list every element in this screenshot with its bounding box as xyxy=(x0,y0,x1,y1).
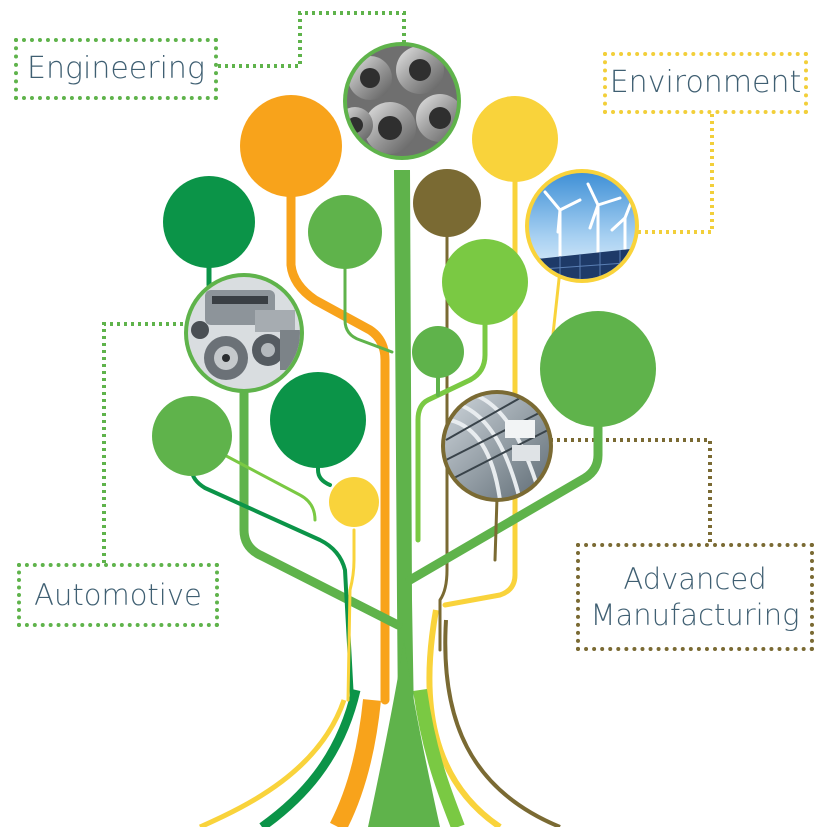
branch-midgreen-small xyxy=(343,238,394,354)
branch-yellow-right xyxy=(442,142,518,608)
manufacturing-label-box: Advanced Manufacturing xyxy=(576,543,814,651)
roots xyxy=(198,609,561,827)
environment-connector xyxy=(636,114,714,234)
manufacturing-connector xyxy=(550,438,712,543)
automotive-label-box: Automotive xyxy=(17,563,219,627)
leaf-darkgreen-mid xyxy=(270,372,366,468)
trunk xyxy=(384,170,430,827)
automotive-photo xyxy=(184,273,304,393)
root-olive xyxy=(443,619,561,827)
branch-big-right xyxy=(405,365,603,585)
branch-olive xyxy=(438,203,449,652)
engineering-label-box: Engineering xyxy=(14,38,218,100)
leaf-darkgreen-left xyxy=(163,176,255,268)
leaf-green-center xyxy=(412,326,464,378)
branch-darkgreen-mid xyxy=(316,418,332,487)
environment-label: Environment xyxy=(609,65,802,101)
leaf-lightgreen-right xyxy=(442,239,528,325)
branch-mfg xyxy=(493,496,499,562)
environment-label-box: Environment xyxy=(603,52,808,114)
root-orange xyxy=(329,699,381,827)
automotive-connector xyxy=(102,322,188,563)
environment-photo xyxy=(525,169,639,283)
branch-auto xyxy=(239,385,403,630)
leaf-big-green-right xyxy=(540,311,656,427)
root-yellow-right xyxy=(426,609,502,827)
leaf-circles xyxy=(152,95,656,527)
branch-yellow-small xyxy=(346,528,356,702)
engineering-connector xyxy=(218,11,406,68)
branch-left-thin xyxy=(213,448,317,522)
engineering-label: Engineering xyxy=(27,51,205,87)
leaf-midgreen-small xyxy=(308,195,382,269)
manufacturing-photo xyxy=(441,390,553,502)
leaf-olive xyxy=(413,169,481,237)
leaf-yellow-top xyxy=(472,96,558,182)
root-darkgreen xyxy=(259,688,361,827)
branch-orange xyxy=(286,175,390,705)
leaf-yellow-small xyxy=(329,477,379,527)
manufacturing-label-line1: Advanced xyxy=(623,561,767,596)
leaf-orange-top xyxy=(240,95,342,197)
automotive-label: Automotive xyxy=(34,577,202,612)
engineering-photo xyxy=(343,42,461,160)
manufacturing-label-line2: Manufacturing xyxy=(590,598,800,632)
label-connectors xyxy=(102,11,714,563)
leaf-green-left xyxy=(152,396,232,476)
root-lightgreen xyxy=(413,689,465,827)
trunk-root-flare xyxy=(368,640,440,827)
branch-light-right xyxy=(415,282,488,543)
root-yellow-left xyxy=(198,699,347,827)
